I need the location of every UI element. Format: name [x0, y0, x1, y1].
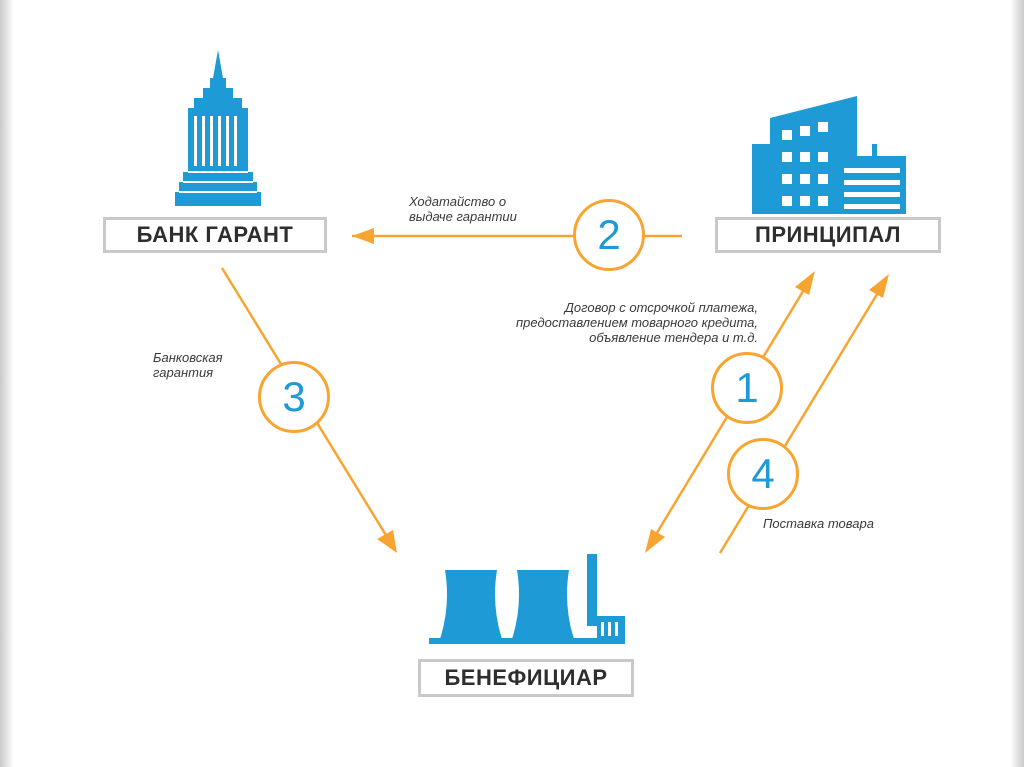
arrow-3-head [377, 530, 397, 553]
skyscraper-icon [175, 50, 261, 206]
step-3-circle: 3 [258, 361, 330, 433]
left-edge-shadow [0, 0, 14, 767]
arrow-4-head [869, 274, 889, 298]
note-petition: Ходатайство о выдаче гарантии [409, 194, 517, 224]
note-contract-line-1: Договор с отсрочкой платежа, [564, 300, 758, 315]
arrow-1-tail-head [645, 529, 665, 553]
arrow-4-line [718, 285, 884, 554]
office-building-icon [752, 96, 906, 214]
note-petition-line-2: выдаче гарантии [409, 209, 517, 224]
note-guarantee-line-2: гарантия [153, 365, 214, 380]
arrow-1-head [795, 271, 815, 295]
note-contract-line-3: объявление тендера и т.д. [589, 330, 758, 345]
step-1-circle: 1 [711, 352, 783, 424]
right-edge-shadow [1010, 0, 1024, 767]
bank-guarantor-label: БАНК ГАРАНТ [103, 217, 327, 253]
beneficiary-label: БЕНЕФИЦИАР [418, 659, 634, 697]
note-guarantee: Банковская гарантия [153, 350, 223, 380]
step-2-circle: 2 [573, 199, 645, 271]
note-delivery: Поставка товара [763, 516, 874, 531]
note-contract: Договор с отсрочкой платежа, предоставле… [440, 300, 758, 345]
note-petition-line-1: Ходатайство о [409, 194, 507, 209]
note-guarantee-line-1: Банковская [153, 350, 223, 365]
principal-label: ПРИНЦИПАЛ [715, 217, 941, 253]
note-contract-line-2: предоставлением товарного кредита, [516, 315, 758, 330]
factory-cooling-towers-icon [429, 554, 625, 644]
step-4-circle: 4 [727, 438, 799, 510]
arrow-2-head [352, 228, 374, 244]
